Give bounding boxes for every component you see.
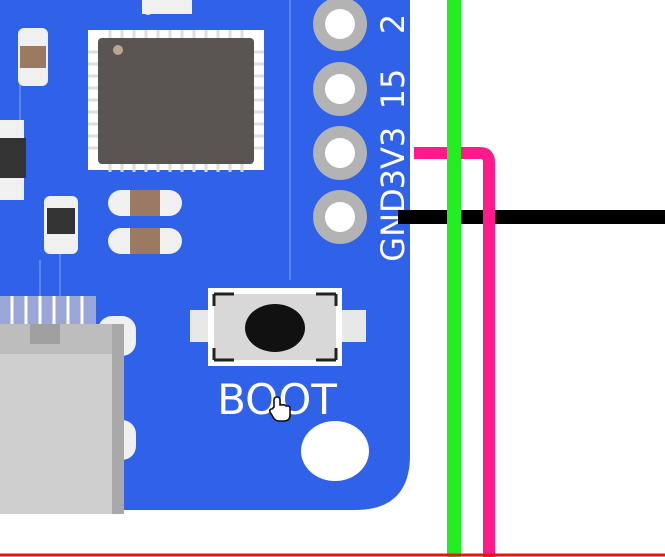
pin-2-pad[interactable] <box>313 0 367 51</box>
pin-label-2: 2 <box>374 14 412 34</box>
pin-15-pad[interactable] <box>313 62 367 116</box>
component-top <box>142 0 192 15</box>
resistor-pair <box>108 190 182 254</box>
pin-label-gnd: GND <box>374 188 412 261</box>
transistor-left <box>0 120 26 200</box>
header-pins <box>313 0 367 244</box>
boot-button[interactable] <box>190 288 366 366</box>
pin-label-3v3: 3V3 <box>374 127 412 190</box>
pin-label-15: 15 <box>374 69 412 110</box>
usb-connector <box>0 296 136 514</box>
capacitor-top-left <box>18 28 48 86</box>
resistor-left <box>44 196 78 254</box>
mounting-hole <box>301 421 369 481</box>
pin-3v3-pad[interactable] <box>313 126 367 180</box>
magenta-wire[interactable] <box>414 147 495 557</box>
microcontroller-chip[interactable] <box>88 30 264 172</box>
pin-gnd-pad[interactable] <box>313 190 367 244</box>
hand-pointer-icon <box>268 396 291 422</box>
